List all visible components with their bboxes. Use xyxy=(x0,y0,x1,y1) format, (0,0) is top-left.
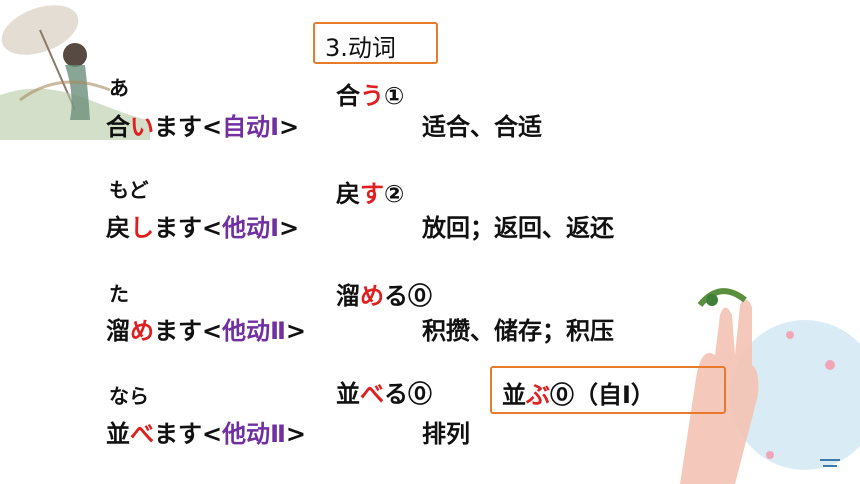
dictionary-form-1: 合う① xyxy=(336,82,405,110)
dictionary-form-4: 並べる⓪ xyxy=(336,380,432,408)
verb-type-2: 他动Ⅰ xyxy=(222,214,280,242)
umbrella-girl-illustration xyxy=(0,5,150,140)
meaning-4: 排列 xyxy=(422,420,470,448)
verb-type-4: 他动Ⅱ xyxy=(222,420,286,448)
section-title-box: 3.动词 xyxy=(313,22,438,64)
polite-form-2: 戻します<他动Ⅰ> xyxy=(106,214,300,242)
polite-form-4: 並べます<他动Ⅱ> xyxy=(106,420,307,448)
dictionary-form-2: 戻す② xyxy=(336,180,405,208)
dictionary-form-3: 溜める⓪ xyxy=(336,282,432,310)
verb-type-3: 他动Ⅱ xyxy=(222,317,286,345)
furigana-4: なら xyxy=(109,384,149,408)
furigana-1: あ xyxy=(109,76,129,100)
related-verb-box: 並ぶ⓪（自Ⅰ） xyxy=(490,366,726,414)
polite-form-3: 溜めます<他动Ⅱ> xyxy=(106,317,307,345)
meaning-1: 适合、合适 xyxy=(422,113,542,141)
meaning-2: 放回；返回、返还 xyxy=(422,214,614,242)
hand-with-bird-illustration xyxy=(680,288,860,484)
section-title: 3.动词 xyxy=(325,34,396,62)
meaning-3: 积攒、储存；积压 xyxy=(422,317,614,345)
furigana-3: た xyxy=(109,282,129,306)
polite-form-1: 合います<自动Ⅰ> xyxy=(106,113,300,141)
verb-type-1: 自动Ⅰ xyxy=(222,113,280,141)
furigana-2: もど xyxy=(109,178,149,202)
